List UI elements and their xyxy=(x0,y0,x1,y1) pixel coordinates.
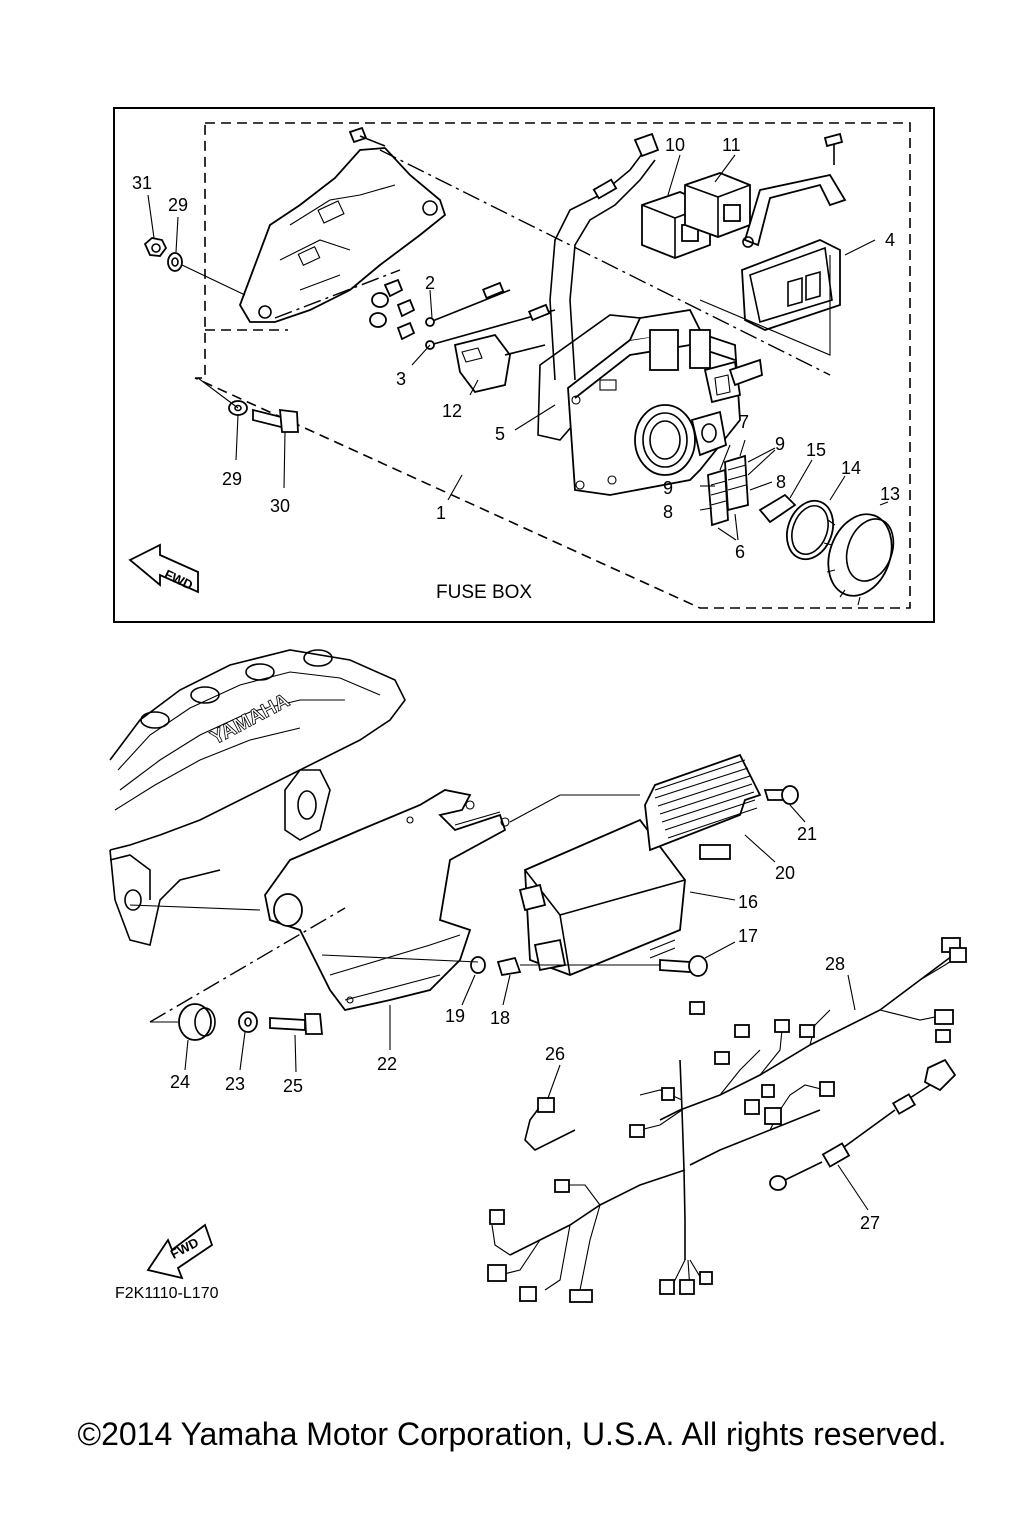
callout-1: 1 xyxy=(436,503,446,523)
callout-17: 17 xyxy=(738,926,758,946)
nut-31 xyxy=(143,237,168,257)
cap-13 xyxy=(823,501,895,606)
callout-13: 13 xyxy=(880,484,900,504)
bolt-30 xyxy=(252,408,299,433)
callout-12: 12 xyxy=(442,401,462,421)
callout-3: 3 xyxy=(396,369,406,389)
callout-18: 18 xyxy=(490,1008,510,1028)
callout-19: 19 xyxy=(445,1006,465,1026)
callout-31: 31 xyxy=(132,173,152,193)
callout-9a: 9 xyxy=(775,434,785,454)
callout-10: 10 xyxy=(665,135,685,155)
relay-11 xyxy=(684,172,751,238)
bolt-25 xyxy=(269,1013,323,1035)
cable-27 xyxy=(769,1058,957,1211)
fuse-box-bracket xyxy=(239,147,447,323)
fuse-box-housing xyxy=(567,309,763,496)
damper-18 xyxy=(496,956,522,1006)
bolt-17 xyxy=(659,941,736,977)
callout-29b: 29 xyxy=(222,469,242,489)
collar-23 xyxy=(238,1011,258,1033)
callout-7: 7 xyxy=(739,412,749,432)
bracket-screw xyxy=(348,126,386,147)
rectifier-20 xyxy=(509,753,762,860)
callout-14: 14 xyxy=(841,458,861,478)
callout-24: 24 xyxy=(170,1072,190,1092)
callout-2: 2 xyxy=(425,273,435,293)
ecu-bracket-22 xyxy=(264,789,510,1012)
wire-leads xyxy=(425,281,556,350)
callout-6: 6 xyxy=(735,542,745,562)
callout-20: 20 xyxy=(775,863,795,883)
collar-19 xyxy=(461,956,486,1006)
callout-29a: 29 xyxy=(168,195,188,215)
washer-29-upper xyxy=(167,252,183,272)
wire-harness-28 xyxy=(487,937,967,1303)
jumper-wire-26 xyxy=(524,1064,576,1151)
callout-9b: 9 xyxy=(663,478,673,498)
fuse-cover-4 xyxy=(741,239,841,331)
callout-25: 25 xyxy=(283,1076,303,1096)
relay-connector-12 xyxy=(453,333,546,394)
fwd-arrow-upper-icon: FWD xyxy=(128,543,199,594)
callout-5: 5 xyxy=(495,424,505,444)
bolt-21 xyxy=(763,785,806,823)
callout-8a: 8 xyxy=(776,472,786,492)
collar-set xyxy=(369,278,416,341)
callout-28: 28 xyxy=(825,954,845,974)
callout-26: 26 xyxy=(545,1044,565,1064)
callout-22: 22 xyxy=(377,1054,397,1074)
callout-30: 30 xyxy=(270,496,290,516)
callout-11: 11 xyxy=(722,135,741,155)
callout-23: 23 xyxy=(225,1074,245,1094)
callout-27: 27 xyxy=(860,1213,880,1233)
relay-bracket xyxy=(742,132,847,248)
callout-8b: 8 xyxy=(663,502,673,522)
fuse-set xyxy=(707,439,776,541)
drawing-code: F2K1110-L170 xyxy=(115,1285,219,1302)
callout-15: 15 xyxy=(806,440,826,460)
callout-4: 4 xyxy=(885,230,895,250)
fuse-box-inset xyxy=(113,107,935,623)
callout-21: 21 xyxy=(797,824,817,844)
fuse-box-title: FUSE BOX xyxy=(436,582,532,603)
grommet-24 xyxy=(178,1003,216,1041)
copyright-notice: ©2014 Yamaha Motor Corporation, U.S.A. A… xyxy=(77,1416,947,1452)
callout-16: 16 xyxy=(738,892,758,912)
fuse-puller-15 xyxy=(758,459,813,524)
fwd-arrow-lower-icon: FWD xyxy=(146,1223,214,1280)
